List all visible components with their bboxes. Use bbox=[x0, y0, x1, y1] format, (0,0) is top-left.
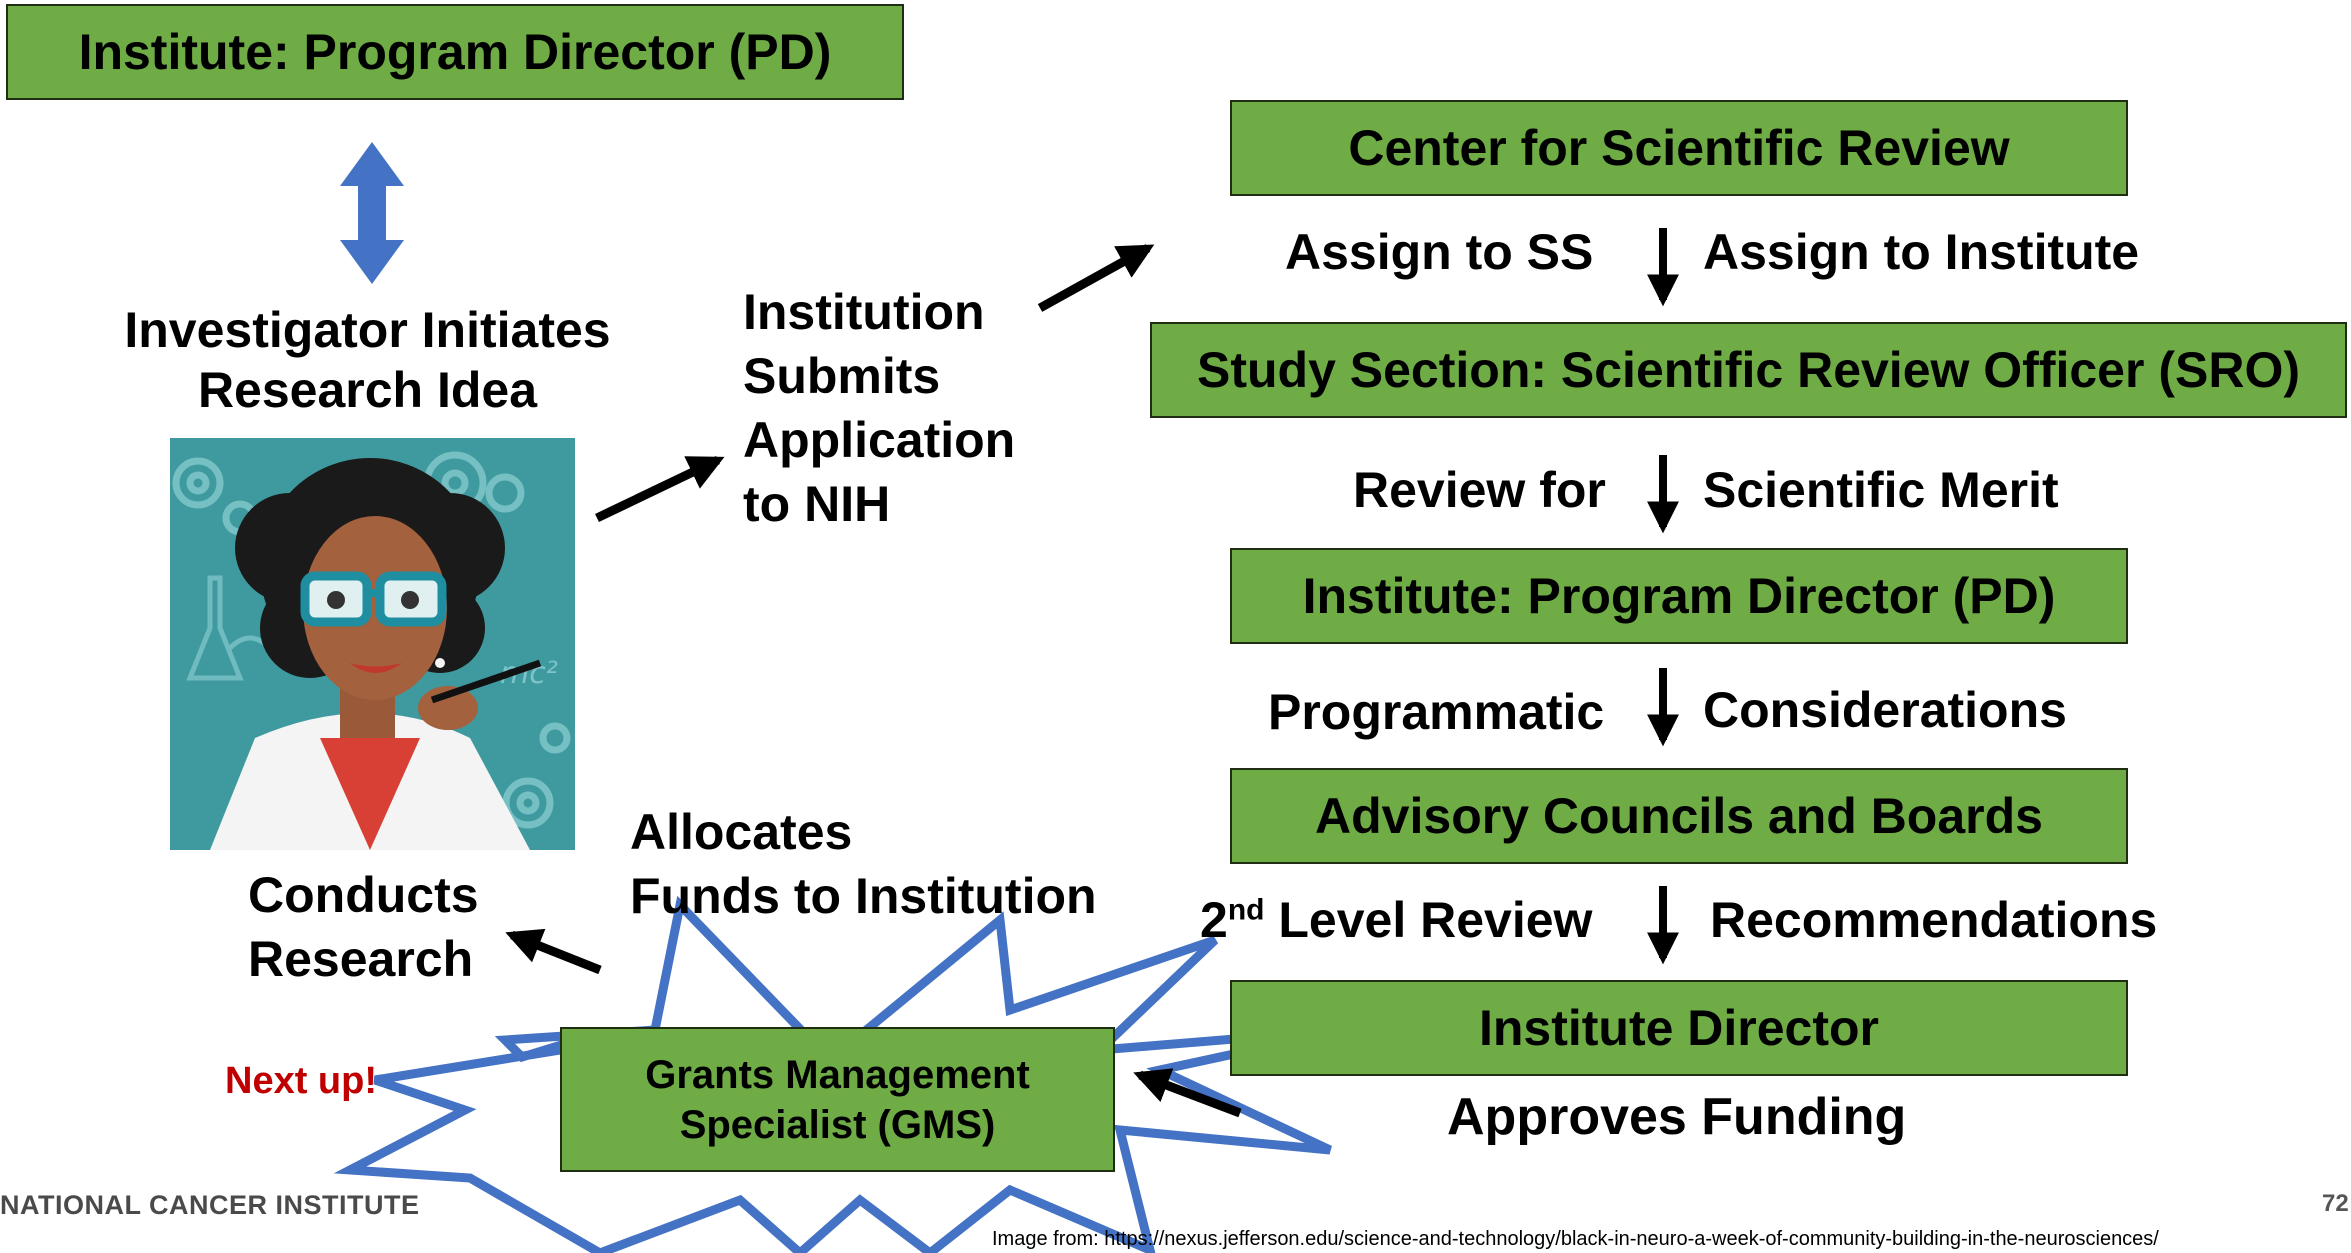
nci-brand: NATIONAL CANCER INSTITUTE bbox=[0, 1190, 420, 1220]
arrow-to-conducts bbox=[505, 928, 602, 975]
review-for-text: Review for bbox=[1353, 462, 1606, 518]
assign-to-institute-text: Assign to Institute bbox=[1703, 224, 2140, 280]
program-director-top-label: Institute: Program Director (PD) bbox=[78, 24, 832, 80]
investigator-label: Investigator Initiates Research Idea bbox=[90, 300, 645, 420]
conducts-line-2: Research bbox=[248, 931, 474, 987]
double-arrow-icon bbox=[340, 142, 404, 284]
approves-funding-text: Approves Funding bbox=[1447, 1088, 1907, 1146]
arrow-to-institution bbox=[595, 455, 725, 523]
gms-box: Grants Management Specialist (GMS) bbox=[560, 1027, 1115, 1172]
arrow-to-csr bbox=[1037, 244, 1155, 312]
conducts-line-1: Conducts bbox=[248, 867, 479, 923]
allocates-line-1: Allocates bbox=[630, 804, 853, 860]
submits-line-4: to NIH bbox=[743, 476, 891, 532]
advisory-councils-box: Advisory Councils and Boards bbox=[1230, 768, 2128, 864]
submits-line-1: Institution bbox=[743, 284, 985, 340]
investigator-line-2: Research Idea bbox=[197, 362, 538, 418]
considerations-text: Considerations bbox=[1703, 682, 2067, 738]
allocates-line-2: Funds to Institution bbox=[630, 868, 1097, 924]
programmatic-text: Programmatic bbox=[1268, 684, 1605, 740]
study-section-box: Study Section: Scientific Review Officer… bbox=[1150, 322, 2347, 418]
gms-line-1: Grants Management bbox=[645, 1052, 1030, 1097]
assign-to-ss-text: Assign to SS bbox=[1285, 224, 1594, 280]
advisory-councils-label: Advisory Councils and Boards bbox=[1315, 788, 2043, 844]
institution-submits-label: Institution Submits Application to NIH bbox=[743, 280, 1015, 536]
next-up-label: Next up! bbox=[225, 1060, 377, 1102]
submits-line-3: Application bbox=[743, 412, 1016, 468]
program-director-right-label: Institute: Program Director (PD) bbox=[1302, 568, 2056, 624]
submits-line-2: Submits bbox=[743, 348, 941, 404]
conducts-research-label: Conducts Research bbox=[248, 863, 479, 991]
scientific-merit-text: Scientific Merit bbox=[1703, 462, 2059, 518]
program-director-box-top: Institute: Program Director (PD) bbox=[6, 4, 904, 100]
second-level-review-text: 2nd Level Review bbox=[1200, 890, 1592, 950]
page-number: 72 bbox=[2322, 1190, 2349, 1217]
gms-line-2: Specialist (GMS) bbox=[679, 1102, 996, 1147]
level-superscript: nd bbox=[1227, 893, 1265, 927]
institute-director-label: Institute Director bbox=[1478, 1000, 1880, 1056]
recommendations-text: Recommendations bbox=[1710, 892, 2158, 948]
study-section-label: Study Section: Scientific Review Officer… bbox=[1196, 342, 2300, 398]
investigator-line-1: Investigator Initiates bbox=[124, 302, 611, 358]
allocates-funds-label: Allocates Funds to Institution bbox=[630, 800, 1097, 928]
csr-label: Center for Scientific Review bbox=[1348, 120, 2010, 176]
institute-director-box: Institute Director bbox=[1230, 980, 2128, 1076]
level-number: 2 bbox=[1200, 892, 1228, 948]
level-rest: Level Review bbox=[1264, 892, 1593, 948]
scientist-illustration: mc² bbox=[170, 438, 575, 850]
program-director-box-right: Institute: Program Director (PD) bbox=[1230, 548, 2128, 644]
image-credit: Image from: https://nexus.jefferson.edu/… bbox=[992, 1228, 2159, 1250]
arrow-to-gms bbox=[1133, 1068, 1242, 1118]
csr-box: Center for Scientific Review bbox=[1230, 100, 2128, 196]
